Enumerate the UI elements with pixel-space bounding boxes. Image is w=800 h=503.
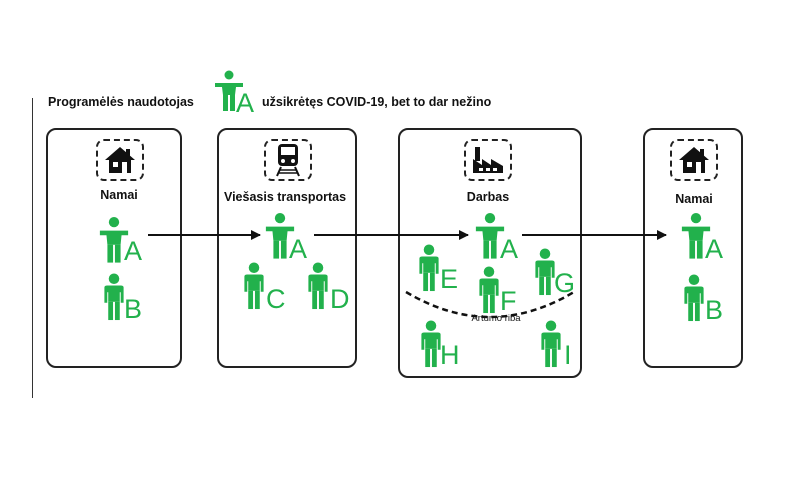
home-icon-frame [96,139,144,181]
letter-e-work: E [440,264,459,294]
letter-a-home-end: A [705,234,724,264]
panel-label-work: Darbas [466,190,510,204]
panel-label-home-start: Namai [100,188,138,202]
panel-label-home-end: Namai [675,192,713,206]
letter-i-work: I [564,340,572,370]
letter-c-transport: C [266,284,286,314]
legend-user-label: Programėlės naudotojas [48,95,194,109]
letter-h-work: H [440,340,460,370]
factory-icon-frame [464,139,512,181]
letter-a-work: A [500,234,519,264]
legend-person-letter: A [236,88,255,118]
proximity-limit-label: Artumo riba [471,313,521,324]
letter-d-transport: D [330,284,350,314]
home-icon-frame-end [670,139,718,181]
letter-a-home: A [124,236,143,266]
letter-g-work: G [554,268,576,298]
letter-a-transport: A [289,234,308,264]
letter-b-home-end: B [705,295,724,325]
legend-infected-label: užsikrėtęs COVID-19, bet to dar nežino [262,95,492,109]
left-divider-line [32,98,33,398]
letter-f-work: F [500,286,517,316]
proximity-limit-arc [405,290,575,319]
train-icon-frame [264,139,312,181]
panel-label-transport: Viešasis transportas [223,190,347,204]
letter-b-home: B [124,294,143,324]
